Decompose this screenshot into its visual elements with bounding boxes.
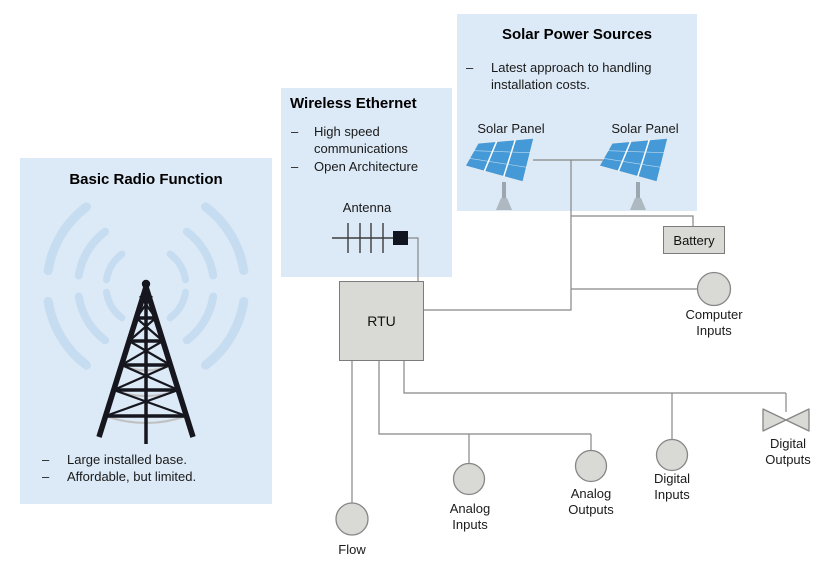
digital-inputs-node (655, 438, 689, 472)
antenna-icon (332, 223, 408, 253)
bullet-text: Large installed base. (67, 452, 187, 467)
analog-inputs-label: Analog Inputs (449, 501, 491, 532)
analog-bus-line (378, 361, 591, 435)
bullet-dash: – (466, 60, 474, 75)
antenna-to-rtu-line (408, 237, 419, 282)
digital-bus-line (403, 361, 786, 394)
solar-panel-icon (598, 137, 669, 210)
wireless-bullet: – High speed communications (291, 124, 442, 157)
wireless-ethernet-title: Wireless Ethernet (290, 95, 417, 112)
basic-radio-bullet: – Large installed base. (42, 452, 257, 469)
bullet-text: Latest approach to handling installation… (491, 60, 652, 92)
basic-radio-title: Basic Radio Function (69, 171, 223, 188)
bullet-text: High speed communications (314, 124, 408, 156)
battery-label: Battery (673, 232, 715, 248)
flow-label: Flow (338, 542, 366, 557)
battery-box: Battery (663, 226, 725, 254)
rtu-box: RTU (339, 281, 424, 361)
radio-waves-icon (43, 202, 249, 370)
battery-feed-line (571, 215, 694, 227)
bullet-dash: – (42, 469, 50, 484)
wireless-bullet: – Open Architecture (291, 159, 449, 176)
bullet-dash: – (42, 452, 50, 467)
solar-power-title: Solar Power Sources (501, 26, 653, 43)
solar-bullet: – Latest approach to handling installati… (466, 60, 673, 93)
radio-tower-icon (96, 279, 196, 444)
basic-radio-bullet: – Affordable, but limited. (42, 469, 257, 486)
digital-outputs-label: Digital Outputs (765, 436, 811, 467)
analog-inputs-node (452, 462, 486, 496)
solar-to-rtu-line (424, 160, 572, 311)
antenna-label: Antenna (342, 200, 392, 215)
solar-panel-label: Solar Panel (611, 121, 679, 136)
computer-inputs-label: Computer Inputs (685, 307, 743, 338)
bullet-text: Open Architecture (314, 159, 419, 174)
bullet-dash: – (291, 124, 299, 139)
solar-panel-icon (464, 137, 535, 210)
connector-lines (351, 159, 787, 503)
analog-outputs-node (574, 449, 608, 483)
valve-icon (762, 408, 810, 432)
rtu-label: RTU (367, 313, 396, 329)
bullet-text: Affordable, but limited. (67, 469, 197, 484)
digital-inputs-label: Digital Inputs (653, 471, 691, 502)
computer-inputs-node (696, 271, 732, 307)
wireless-ethernet-panel (281, 88, 452, 277)
flow-node (335, 502, 369, 536)
analog-outputs-label: Analog Outputs (568, 486, 614, 517)
solar-panel-label: Solar Panel (477, 121, 545, 136)
bullet-dash: – (291, 159, 299, 174)
